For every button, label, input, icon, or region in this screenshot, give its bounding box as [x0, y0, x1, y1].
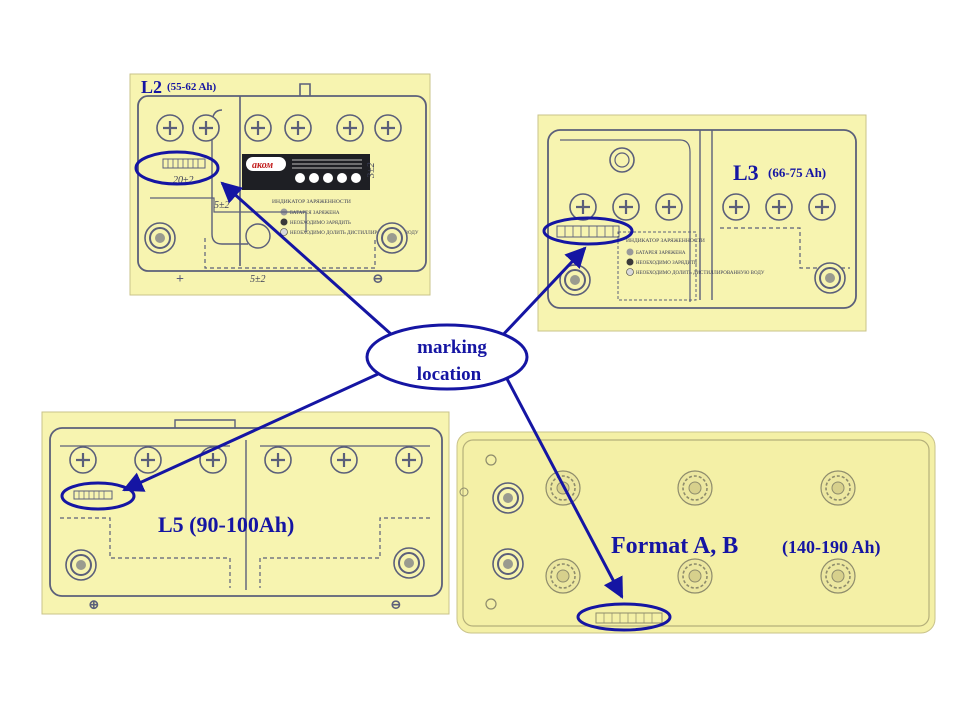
- l3-indicator-item1: БАТАРЕЯ ЗАРЯЖЕНА: [636, 251, 686, 256]
- dim-label-5a: 5±2: [214, 200, 230, 211]
- arrow-to-l5: [122, 372, 379, 492]
- arrow-to-format: [503, 374, 624, 599]
- brand-logo-text: аком: [252, 160, 273, 171]
- dim-label-5b: 5±2: [250, 274, 266, 285]
- panel-format-code: Format A, B: [611, 533, 738, 559]
- panel-l2: 20±2 аком 3±2 ИНДИКАТОР ЗАРЯЖЕННОСТИ БАТ…: [129, 73, 431, 296]
- panel-l3: ИНДИКАТОР ЗАРЯЖЕННОСТИ БАТАРЕЯ ЗАРЯЖЕНА …: [537, 114, 867, 332]
- panel-l3-range: (66-75 Ah): [768, 165, 826, 180]
- l2-indicator-item2: НЕОБХОДИМО ЗАРЯДИТЬ: [290, 221, 351, 226]
- l2-indicator-title: ИНДИКАТОР ЗАРЯЖЕННОСТИ: [272, 199, 351, 205]
- svg-text:⊕: ⊕: [88, 598, 100, 613]
- arrow-to-l3: [498, 246, 587, 340]
- panel-l5: ⊕ ⊖: [41, 411, 450, 615]
- l3-indicator-title: ИНДИКАТОР ЗАРЯЖЕННОСТИ: [626, 238, 705, 244]
- dim-label-20: 20±2: [173, 175, 194, 186]
- arrow-to-l2: [220, 181, 393, 337]
- center-label-line1: marking: [417, 337, 487, 358]
- panel-format-ab: [456, 431, 936, 634]
- highlight-l3-marking: [542, 216, 634, 246]
- svg-text:⊖: ⊖: [372, 272, 384, 287]
- l2-indicator-item3: НЕОБХОДИМО ДОЛИТЬ ДИСТИЛЛИРОВАННУЮ ВОДУ: [290, 231, 419, 236]
- center-callout: [365, 323, 529, 391]
- highlight-l5-marking: [60, 481, 136, 511]
- panel-format-range: (140-190 Ah): [782, 537, 881, 558]
- center-label-line2: location: [417, 364, 482, 385]
- panel-l5-label: L5 (90-100Ah): [158, 512, 294, 537]
- l2-indicator-item1: БАТАРЕЯ ЗАРЯЖЕНА: [290, 211, 340, 216]
- panel-l3-code: L3: [733, 160, 759, 185]
- dim-label-3: 3±2: [366, 163, 377, 180]
- panel-l2-code: L2: [141, 77, 162, 97]
- l3-indicator-item3: НЕОБХОДИМО ДОЛИТЬ ДИСТИЛЛИРОВАННУЮ ВОДУ: [636, 271, 765, 276]
- svg-text:⊖: ⊖: [390, 598, 402, 613]
- svg-text:+: +: [176, 272, 184, 287]
- highlight-l2-marking: [134, 150, 220, 186]
- l3-indicator-item2: НЕОБХОДИМО ЗАРЯДИТЬ: [636, 261, 697, 266]
- highlight-format-marking: [576, 602, 672, 632]
- panel-l2-range: (55-62 Ah): [167, 81, 217, 93]
